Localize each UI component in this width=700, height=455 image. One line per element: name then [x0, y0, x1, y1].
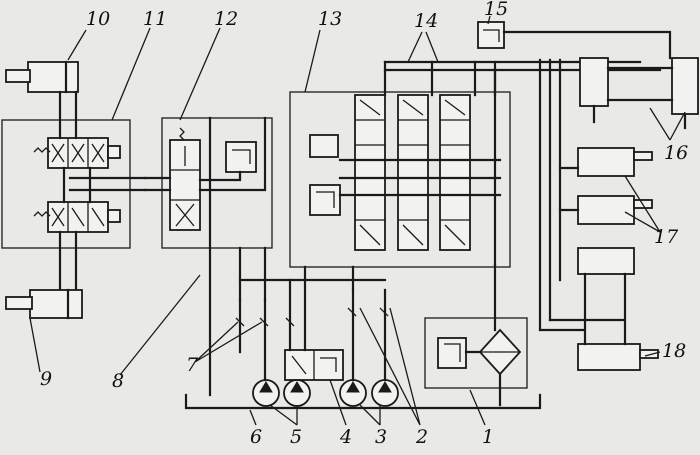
panel-13 — [289, 91, 511, 268]
label-14: 14 — [414, 10, 439, 32]
pump-3a — [339, 379, 367, 407]
cylinder-16a — [579, 57, 609, 124]
cylinder-16b — [671, 57, 699, 130]
filter-15 — [477, 21, 505, 49]
relief-valve-1 — [437, 337, 467, 369]
label-18: 18 — [662, 340, 687, 362]
label-17: 17 — [654, 226, 679, 248]
filter-1 — [478, 328, 522, 376]
label-8: 8 — [112, 370, 125, 392]
label-2: 2 — [416, 426, 429, 448]
label-10: 10 — [86, 8, 111, 30]
panel-12 — [161, 117, 273, 249]
pump-5a — [252, 379, 280, 407]
pump-3b — [371, 379, 399, 407]
label-13: 13 — [318, 8, 343, 30]
label-16: 16 — [664, 142, 689, 164]
label-4: 4 — [340, 426, 353, 448]
valve-12 — [169, 127, 201, 231]
label-6: 6 — [250, 426, 263, 448]
panel-1 — [424, 317, 528, 389]
pump-5b — [283, 379, 311, 407]
label-9: 9 — [40, 368, 53, 390]
valve-4 — [284, 349, 344, 381]
cylinder-10 — [5, 60, 79, 94]
label-15: 15 — [484, 0, 509, 20]
label-12: 12 — [214, 8, 239, 30]
panel-11 — [1, 119, 131, 249]
pressure-valve-13 — [309, 134, 341, 216]
cylinder-17b — [577, 195, 653, 225]
valve-stack-13 — [354, 94, 471, 251]
cylinder-18a — [577, 247, 635, 275]
cylinder-18b — [577, 343, 659, 371]
cylinder-9 — [5, 288, 83, 320]
label-3: 3 — [375, 426, 388, 448]
label-5: 5 — [290, 426, 303, 448]
valve-11-bottom — [33, 201, 121, 233]
label-1: 1 — [482, 426, 495, 448]
label-7: 7 — [186, 354, 199, 376]
valve-11-top — [33, 137, 121, 169]
label-11: 11 — [143, 8, 168, 30]
relief-valve-12 — [225, 141, 257, 173]
cylinder-17a — [577, 147, 653, 177]
